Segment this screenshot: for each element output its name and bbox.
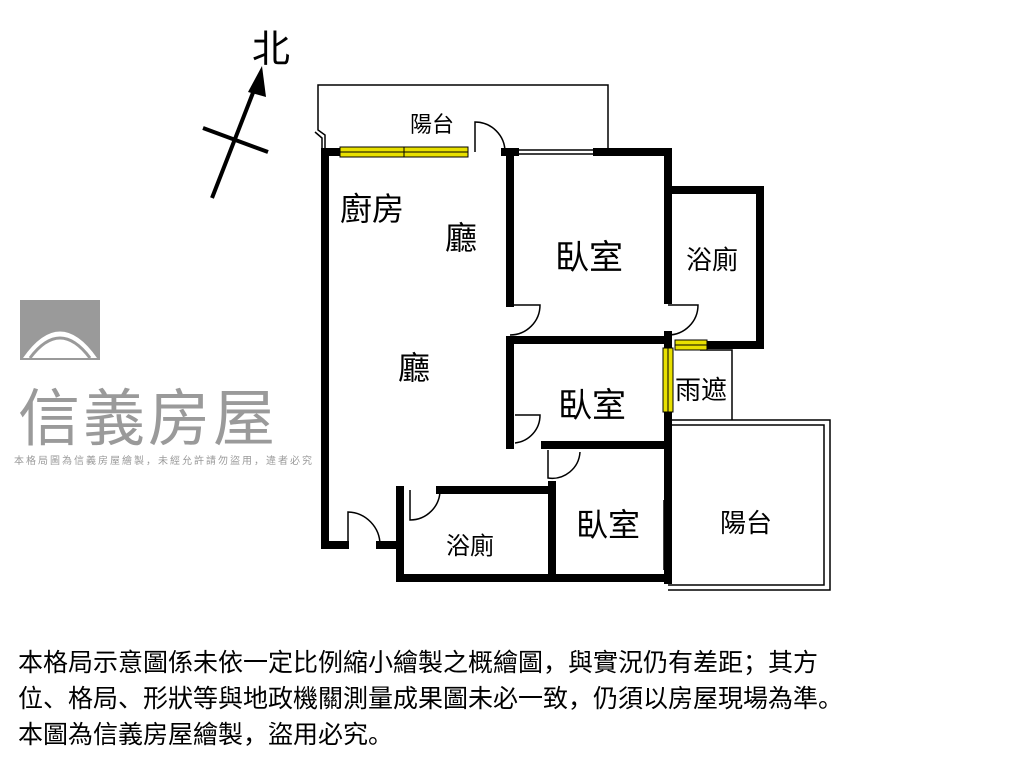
room-living-upper: 廳 xyxy=(445,219,478,257)
watermark-logo-icon xyxy=(20,300,100,360)
disclaimer-line: 本圖為信義房屋繪製，盜用必究。 xyxy=(18,720,394,749)
room-bedroom-3: 臥室 xyxy=(576,506,641,544)
room-kitchen: 廚房 xyxy=(340,190,405,228)
room-rain-cover: 雨遮 xyxy=(675,376,728,406)
north-label: 北 xyxy=(252,27,291,71)
watermark-notice: 本格局圖為信義房屋繪製，未經允許請勿盜用，違者必究 xyxy=(14,456,314,467)
room-bedroom-1: 臥室 xyxy=(555,238,623,278)
doors xyxy=(347,121,699,546)
north-arrow-icon xyxy=(202,66,269,199)
disclaimer: 本格局示意圖係未依一定比例縮小繪製之概繪圖，與實況仍有差距；其方 位、格局、形狀… xyxy=(18,645,1018,753)
disclaimer-line: 本格局示意圖係未依一定比例縮小繪製之概繪圖，與實況仍有差距；其方 xyxy=(18,648,819,677)
room-bath-2: 浴廁 xyxy=(446,532,494,560)
room-bath-1: 浴廁 xyxy=(686,246,739,276)
room-living-lower: 廳 xyxy=(398,349,431,387)
windows xyxy=(339,146,708,413)
room-bedroom-2: 臥室 xyxy=(558,386,626,426)
watermark-brand: 信義房屋 xyxy=(18,382,279,455)
room-balcony-right: 陽台 xyxy=(720,509,773,539)
room-balcony-top: 陽台 xyxy=(410,113,455,138)
walls xyxy=(321,148,764,584)
disclaimer-line: 位、格局、形狀等與地政機關測量成果圖未必一致，仍須以房屋現場為準。 xyxy=(18,684,844,713)
